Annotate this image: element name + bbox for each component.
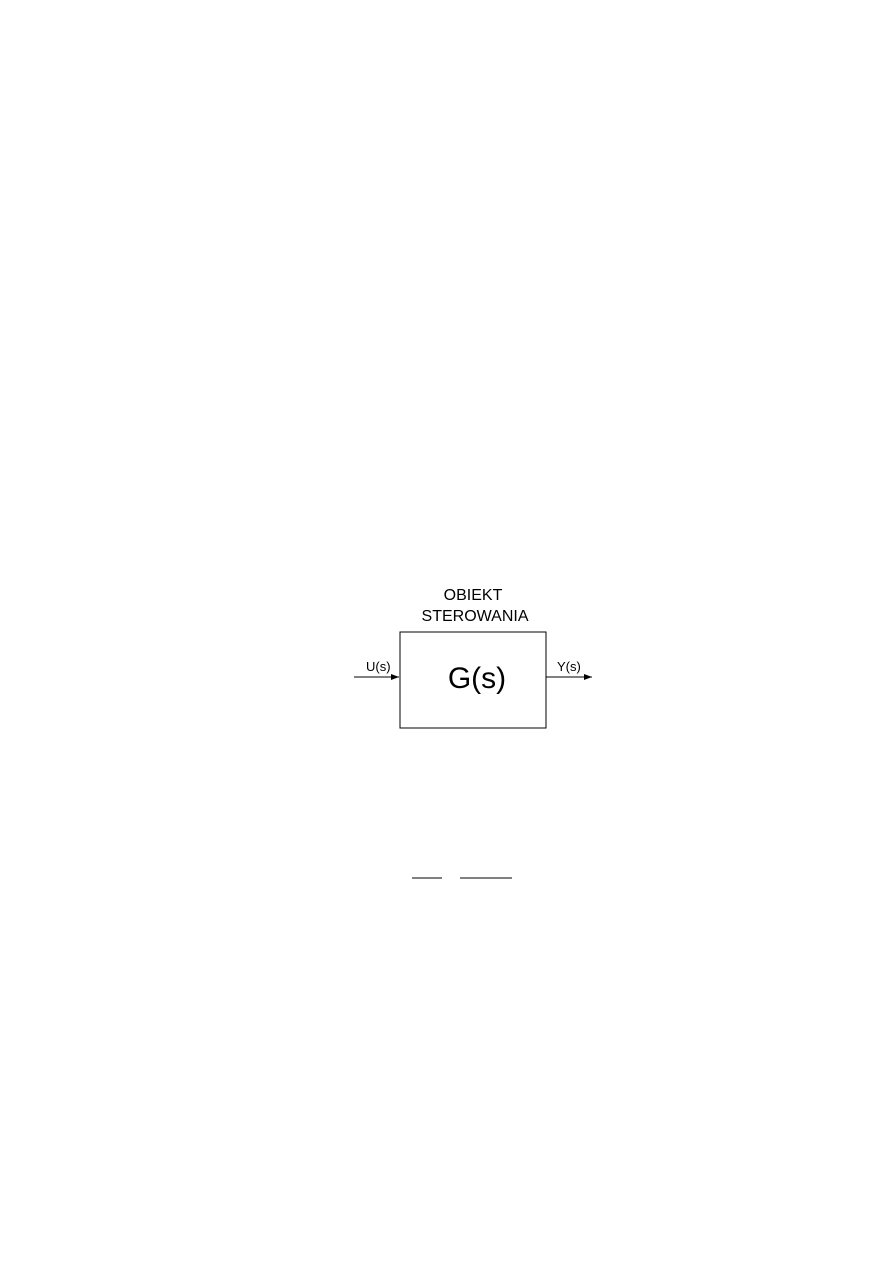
block-title-line-1: OBIEKT bbox=[444, 587, 503, 604]
input-signal-label: U(s) bbox=[366, 659, 391, 674]
transfer-function-label: G(s) bbox=[448, 662, 506, 695]
output-signal-label: Y(s) bbox=[557, 659, 581, 674]
plant-block bbox=[399, 631, 547, 729]
block-title-line-2: STEROWANIA bbox=[422, 608, 529, 625]
